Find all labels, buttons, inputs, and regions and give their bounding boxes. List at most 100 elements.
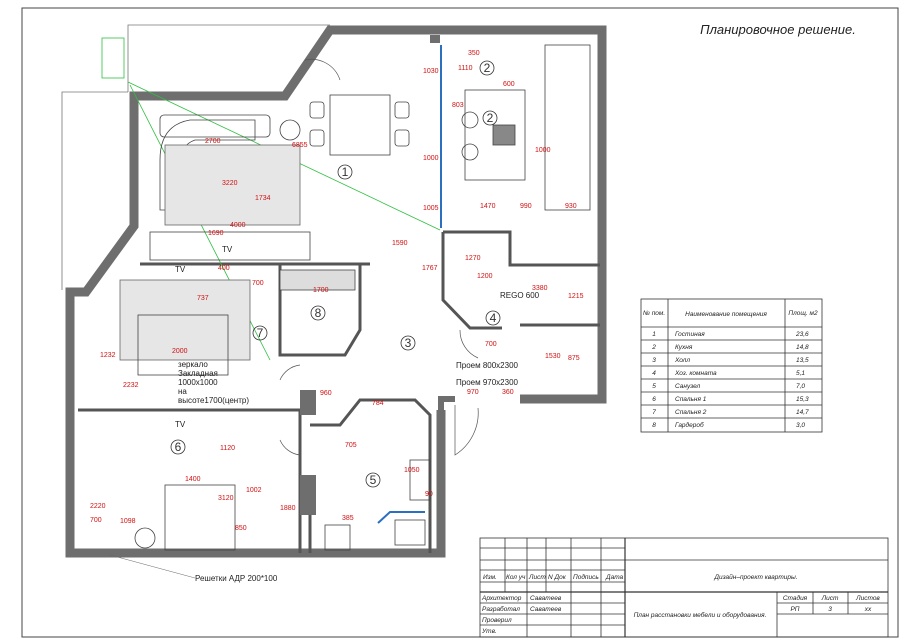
tv-label: TV	[175, 265, 186, 274]
dimension: 1690	[208, 230, 224, 237]
hob	[492, 124, 516, 146]
dimension: 1000	[423, 155, 439, 162]
tb-col: Дата	[605, 574, 624, 581]
table-cell-number: 3	[652, 357, 656, 364]
balconies	[61, 24, 330, 290]
tb-col: Лист	[528, 574, 546, 581]
dimension: 400	[218, 265, 230, 272]
dimension: 700	[485, 341, 497, 348]
dimension: 2000	[172, 348, 188, 355]
table-cell-name: Гостиная	[675, 331, 705, 338]
table-cell-number: 8	[652, 422, 656, 429]
tv-label: TV	[222, 245, 233, 254]
dimension: 1530	[545, 353, 561, 360]
dimension: 1050	[404, 467, 420, 474]
column	[430, 35, 440, 43]
dimension: 385	[342, 515, 354, 522]
table-cell-number: 7	[652, 409, 656, 416]
dimension: 737	[197, 295, 209, 302]
tb-stage: РП	[790, 606, 799, 613]
table-cell-area: 7,0	[796, 383, 805, 390]
dimension: 1767	[422, 265, 438, 272]
room-number: 5	[370, 473, 377, 487]
furniture	[119, 44, 591, 551]
tb-role: Архитектор	[481, 595, 522, 602]
room-number: 2	[487, 111, 494, 125]
table-cell-name: Хоз. комната	[674, 370, 717, 377]
mirror-note: на	[178, 387, 187, 396]
room-number: 3	[405, 336, 412, 350]
dimension: 1030	[423, 68, 439, 75]
table-cell-name: Гардероб	[675, 421, 704, 429]
grilles-note: Решетки АДР 200*100	[195, 574, 278, 583]
rego-label: REGO 600	[500, 291, 540, 300]
tv-label: TV	[175, 420, 186, 429]
dimension: 2700	[205, 138, 221, 145]
table-cell-area: 13,5	[796, 357, 809, 364]
table-cell-name: Холл	[674, 357, 690, 364]
table-cell-number: 4	[652, 370, 656, 377]
dimension: 700	[252, 280, 264, 287]
dimension: 1400	[185, 476, 201, 483]
mirror-note: 1000х1000	[178, 378, 218, 387]
dimension: 875	[568, 355, 580, 362]
column	[300, 475, 316, 515]
dimension: 1470	[480, 203, 496, 210]
sheet-title: Планировочное решение.	[700, 22, 856, 37]
column	[300, 390, 316, 415]
dimension: 803	[452, 102, 464, 109]
dimension: 4000	[230, 222, 246, 229]
tb-role: Утв.	[481, 628, 497, 635]
tb-sheet: 3	[828, 606, 832, 613]
tb-col: Подпись	[573, 573, 599, 581]
tb-sheet-label: Лист	[821, 595, 839, 602]
dimension: 1005	[423, 205, 439, 212]
dimensions: 2700 6855 3220 1734 4000 1690 1030 1000 …	[90, 50, 584, 532]
table-cell-area: 3,0	[796, 422, 805, 429]
dimension: 1110	[458, 65, 473, 72]
room-markers	[170, 60, 501, 488]
dimension: 850	[235, 525, 247, 532]
tb-sheets: хх	[864, 606, 872, 613]
sheet-frame	[21, 7, 899, 638]
dimension: 2220	[90, 503, 106, 510]
shower-screen	[377, 511, 425, 524]
dimension: 930	[565, 203, 577, 210]
tb-stage-label: Стадия	[783, 594, 808, 602]
table-cell-area: 5,1	[796, 370, 805, 377]
room-number: 1	[342, 165, 349, 179]
dimension: 1700	[313, 287, 329, 294]
dimension: 700	[90, 517, 102, 524]
dimension: 1215	[568, 293, 584, 300]
mirror-note: Закладная	[178, 369, 218, 378]
dimension: 600	[503, 81, 515, 88]
table-cell-area: 14,7	[796, 409, 809, 416]
table-cell-name: Кухня	[675, 344, 693, 351]
dimension: 1734	[255, 195, 271, 202]
room-number: 6	[175, 440, 182, 454]
mirror-note: зеркало	[178, 360, 208, 369]
mirror-note: высоте1700(центр)	[178, 396, 249, 405]
dimension: 1880	[280, 505, 296, 512]
table-cell-name: Спальня 2	[675, 409, 707, 416]
dimension: 6855	[292, 142, 308, 149]
table-cell-number: 5	[652, 383, 656, 390]
tb-sheet-title: План расстановки мебели и оборудования.	[634, 611, 767, 619]
rug	[164, 144, 301, 226]
dimension: 1000	[535, 147, 551, 154]
dimension: 3380	[532, 285, 548, 292]
room-area-table	[640, 298, 823, 433]
opening-note: Проем 970х2300	[456, 378, 519, 387]
dimension: 90	[425, 491, 433, 498]
tb-name: Саватеев	[530, 606, 562, 613]
dimension: 3120	[218, 495, 234, 502]
tb-project: Дизайн–проект квартиры.	[713, 573, 797, 581]
room-number: 4	[490, 311, 497, 325]
doors	[279, 59, 479, 456]
table-cell-number: 1	[652, 331, 656, 338]
dimension: 970	[467, 389, 479, 396]
table-cell-area: 15,3	[796, 396, 809, 403]
dimension: 784	[372, 400, 384, 407]
